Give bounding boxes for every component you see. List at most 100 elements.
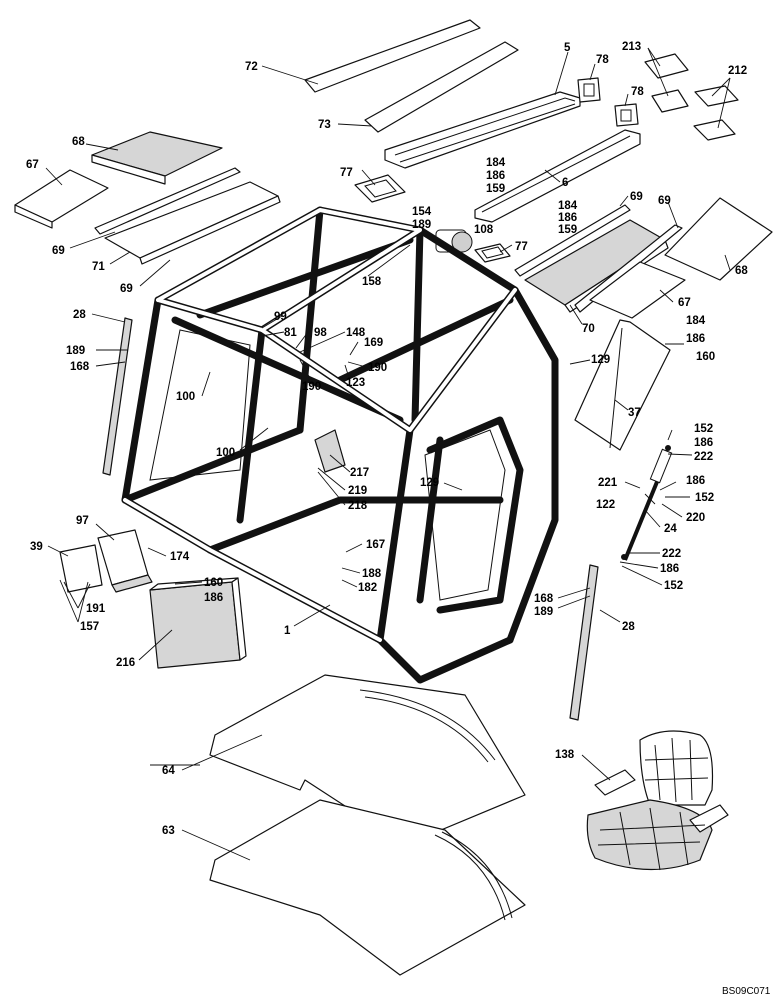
callout-123: 123 <box>346 377 365 389</box>
callout-184: 184 <box>486 157 506 169</box>
callout-190: 190 <box>368 362 387 374</box>
weatherstrip-28-left <box>102 317 133 476</box>
roof-panel-73 <box>364 41 519 133</box>
pad-212 <box>693 85 739 141</box>
callout-222: 222 <box>662 548 681 560</box>
callout-189: 189 <box>66 345 85 357</box>
callout-71: 71 <box>92 261 105 273</box>
leader-lines <box>45 47 731 861</box>
callout-186: 186 <box>486 170 505 182</box>
callout-81: 81 <box>284 327 297 339</box>
panel-67-right <box>589 261 686 319</box>
strip-69-left <box>94 167 241 235</box>
callout-160: 160 <box>204 577 223 589</box>
latch-217 <box>314 429 346 473</box>
callout-157: 157 <box>80 621 99 633</box>
drawing-code: BS09C071 <box>722 986 771 997</box>
callout-98: 98 <box>314 327 327 339</box>
callout-28: 28 <box>73 309 86 321</box>
roof-panel-72 <box>304 19 481 93</box>
callout-108: 108 <box>474 224 494 236</box>
heater-box-216 <box>149 577 247 669</box>
callout-186: 186 <box>660 563 679 575</box>
callout-212: 212 <box>728 65 747 77</box>
cover-39 <box>59 544 103 593</box>
gasket-78-left <box>577 77 601 103</box>
callout-73: 73 <box>318 119 331 131</box>
panel-71 <box>104 181 281 265</box>
callout-222: 222 <box>694 451 713 463</box>
callout-28: 28 <box>622 621 635 633</box>
callout-159: 159 <box>486 183 505 195</box>
roof-channel-6 <box>474 129 641 223</box>
callout-186: 186 <box>686 475 705 487</box>
callout-218: 218 <box>348 500 368 512</box>
callout-191: 191 <box>86 603 106 615</box>
gasket-77-right <box>474 243 511 263</box>
callout-182: 182 <box>358 582 377 594</box>
callout-64: 64 <box>162 765 175 777</box>
gasket-78-right <box>614 103 639 127</box>
floor-mat-63 <box>209 799 526 976</box>
callout-158: 158 <box>362 276 382 288</box>
callout-154: 154 <box>412 206 432 218</box>
callout-68: 68 <box>72 136 85 148</box>
callout-67: 67 <box>26 159 39 171</box>
pad-213 <box>644 53 689 113</box>
callout-169: 169 <box>364 337 383 349</box>
callout-152: 152 <box>694 423 713 435</box>
callout-129: 129 <box>420 477 439 489</box>
callout-100: 100 <box>216 447 235 459</box>
callout-77: 77 <box>515 241 528 253</box>
callout-190: 190 <box>302 381 321 393</box>
callout-148: 148 <box>346 327 366 339</box>
callout-219: 219 <box>348 485 367 497</box>
callout-184: 184 <box>686 315 706 327</box>
callout-217: 217 <box>350 467 369 479</box>
callout-220: 220 <box>686 512 705 524</box>
callout-97: 97 <box>76 515 89 527</box>
callout-168: 168 <box>70 361 90 373</box>
callout-152: 152 <box>664 580 683 592</box>
callout-186: 186 <box>204 592 223 604</box>
callout-189: 189 <box>412 219 431 231</box>
gas-strut-24 <box>621 445 673 561</box>
callout-24: 24 <box>664 523 677 535</box>
callout-39: 39 <box>30 541 43 553</box>
callout-168: 168 <box>534 593 554 605</box>
gasket-77-left <box>354 174 406 203</box>
callout-213: 213 <box>622 41 641 53</box>
callout-138: 138 <box>555 749 575 761</box>
callout-159: 159 <box>558 224 577 236</box>
cab-frame-1 <box>121 206 559 684</box>
panel-68-left <box>91 131 223 185</box>
weatherstrip-28-right <box>569 564 599 721</box>
callout-188: 188 <box>362 568 382 580</box>
callout-122: 122 <box>596 499 615 511</box>
panel-68-right <box>664 197 773 281</box>
strip-69-right-lower <box>574 224 683 313</box>
trim-37 <box>574 319 671 451</box>
storage-box-97 <box>97 529 153 593</box>
callout-69: 69 <box>658 195 671 207</box>
callout-72: 72 <box>245 61 258 73</box>
callout-152: 152 <box>695 492 714 504</box>
callout-186: 186 <box>686 333 705 345</box>
callout-174: 174 <box>170 551 190 563</box>
callout-78: 78 <box>596 54 609 66</box>
callout-63: 63 <box>162 825 175 837</box>
callout-129: 129 <box>591 354 610 366</box>
callout-70: 70 <box>582 323 595 335</box>
callout-184: 184 <box>558 200 578 212</box>
callout-1: 1 <box>284 625 291 637</box>
callout-69: 69 <box>52 245 65 257</box>
callout-100: 100 <box>176 391 195 403</box>
callout-37: 37 <box>628 407 641 419</box>
strip-69-right-upper <box>514 204 631 277</box>
panel-67-left <box>14 169 109 229</box>
callout-68: 68 <box>735 265 748 277</box>
callout-167: 167 <box>366 539 385 551</box>
callout-labels: 72 73 5 78 78 213 212 68 67 69 71 69 184… <box>26 41 748 837</box>
callout-216: 216 <box>116 657 135 669</box>
